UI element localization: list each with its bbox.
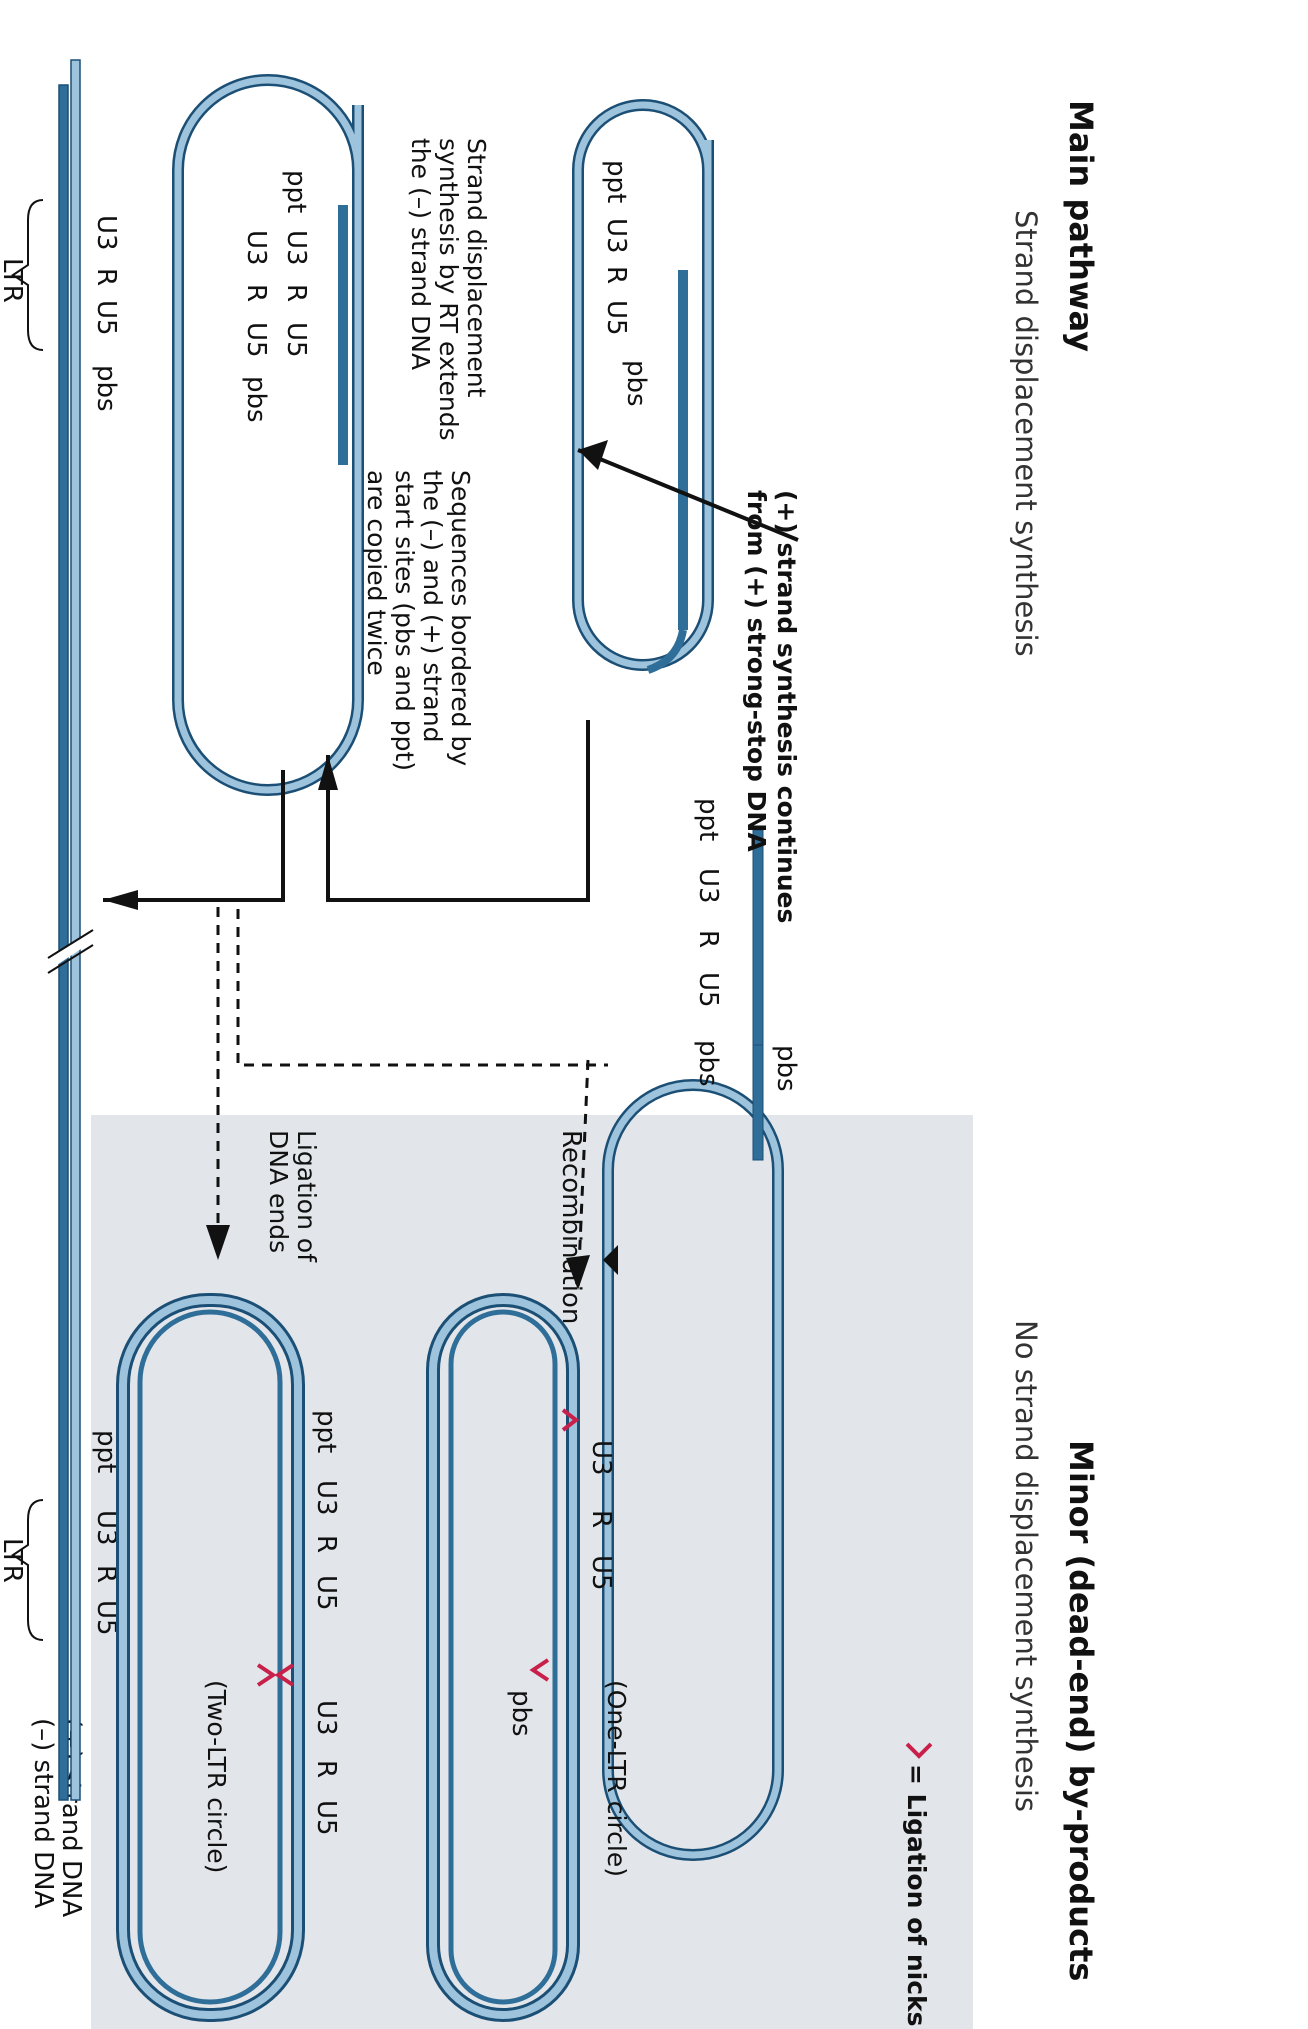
two-ltr-u3: U3 xyxy=(311,1480,341,1516)
one-ltr-caption: (One-LTR circle) xyxy=(602,1680,631,1877)
two-ltr-rb: R xyxy=(311,1760,341,1778)
linear-proviral-dna: U3 R U5 pbs ppt U3 R U5 LTR LTR xyxy=(0,59,121,1801)
minor-pathway-heading: Minor (dead-end) by-products xyxy=(1062,1440,1100,1981)
two-ltr-u3b: U3 xyxy=(311,1700,341,1736)
minus-strand-legend: (–) strand DNA xyxy=(28,1718,58,1909)
one-ltr-r: R xyxy=(586,1510,616,1528)
ligation-legend-mark xyxy=(905,1742,933,1759)
caption-displacement-1: Strand displacement xyxy=(462,138,491,398)
caption-continues-2: from (+) strong-stop DNA xyxy=(742,490,771,852)
ltr-right-label: LTR xyxy=(0,1538,27,1583)
linear-r-left: R xyxy=(91,268,121,286)
linear-pbs: pbs xyxy=(91,365,121,412)
minor-pathway-subheading: No strand displacement synthesis xyxy=(1009,1320,1043,1812)
two-ltr-circle: ppt U3 R U5 U3 R U5 (Two-LTR circle) xyxy=(116,1293,341,2022)
step3-u5: U5 xyxy=(281,322,311,358)
caption-copied-3: start sites (pbs and ppt) xyxy=(390,470,419,771)
step3-u5b: U5 xyxy=(241,322,271,358)
one-ltr-ligation-mark-1 xyxy=(561,1408,580,1432)
step2-pbs: pbs xyxy=(621,360,651,407)
main-pathway-subheading: Strand displacement synthesis xyxy=(1009,210,1043,657)
step2-r: R xyxy=(601,266,631,284)
caption-copied-4: are copied twice xyxy=(362,470,391,676)
step3-r: R xyxy=(281,284,311,302)
one-ltr-u5: U5 xyxy=(586,1555,616,1591)
arrow-to-step2 xyxy=(577,448,799,542)
step3-u3: U3 xyxy=(281,230,311,266)
linear-r-right: R xyxy=(91,1565,121,1583)
step2-u3: U3 xyxy=(601,218,631,254)
two-ltr-u5b: U5 xyxy=(311,1800,341,1836)
two-ltr-caption: (Two-LTR circle) xyxy=(202,1680,231,1873)
seq-u5: U5 xyxy=(693,972,723,1008)
one-ltr-ligation-mark-2 xyxy=(529,1658,550,1682)
step3-u3b: U3 xyxy=(241,230,271,266)
two-ltr-r: R xyxy=(311,1535,341,1553)
initial-circular-intermediate: ppt U3 R U5 pbs pbs xyxy=(602,798,801,1861)
two-ltr-ligation-mark-1 xyxy=(274,1663,295,1687)
seq-u3: U3 xyxy=(693,868,723,904)
seq-pbs-top: pbs xyxy=(771,1045,801,1092)
linear-u5-left: U5 xyxy=(91,300,121,336)
caption-copied-1: Sequences bordered by xyxy=(446,470,475,766)
dashed-arrow-to-one-ltr xyxy=(576,1059,590,1291)
ligation-ends-label-2: DNA ends xyxy=(264,1130,293,1253)
recombination-label: Recombination xyxy=(556,1130,586,1324)
strand-displacement-intermediate: ppt U3 R U5 pbs xyxy=(572,99,714,674)
copied-twice-intermediate: ppt U3 R U5 U3 R U5 pbs xyxy=(172,74,364,796)
two-ltr-ppt: ppt xyxy=(311,1410,341,1453)
caption-copied-2: the (–) and (+) strand xyxy=(418,470,447,742)
caption-displacement-3: the (–) strand DNA xyxy=(406,138,435,370)
seq-pbs: pbs xyxy=(693,1040,723,1087)
caption-displacement-2: synthesis by RT extends xyxy=(434,138,463,441)
caption-continues-1: (+) strand synthesis continues xyxy=(772,490,801,923)
main-pathway-heading: Main pathway xyxy=(1062,100,1100,352)
dashed-ligation-connector xyxy=(216,898,283,1245)
ligation-legend-label: = Ligation of nicks xyxy=(902,1764,931,2027)
step2-ppt: ppt xyxy=(601,160,631,203)
dashed-recombination-connector xyxy=(236,898,608,1067)
two-ltr-ligation-mark-2 xyxy=(256,1663,277,1687)
step3-pbs: pbs xyxy=(241,376,271,423)
arrow-to-step3 xyxy=(326,720,590,902)
step3-rb: R xyxy=(241,284,271,302)
ltr-left-label: LTR xyxy=(0,258,27,303)
one-ltr-u3: U3 xyxy=(586,1440,616,1476)
linear-u3-left: U3 xyxy=(91,215,121,251)
step2-u5: U5 xyxy=(601,300,631,336)
one-ltr-circle: U3 R U5 pbs (One-LTR circle) xyxy=(426,1293,631,2022)
seq-r: R xyxy=(693,930,723,948)
one-ltr-pbs: pbs xyxy=(506,1690,536,1737)
step3-ppt: ppt xyxy=(281,170,311,213)
ligation-ends-label-1: Ligation of xyxy=(292,1130,321,1263)
seq-ppt: ppt xyxy=(693,798,723,841)
two-ltr-u5: U5 xyxy=(311,1575,341,1611)
minor-pathway-panel xyxy=(91,1115,973,2029)
